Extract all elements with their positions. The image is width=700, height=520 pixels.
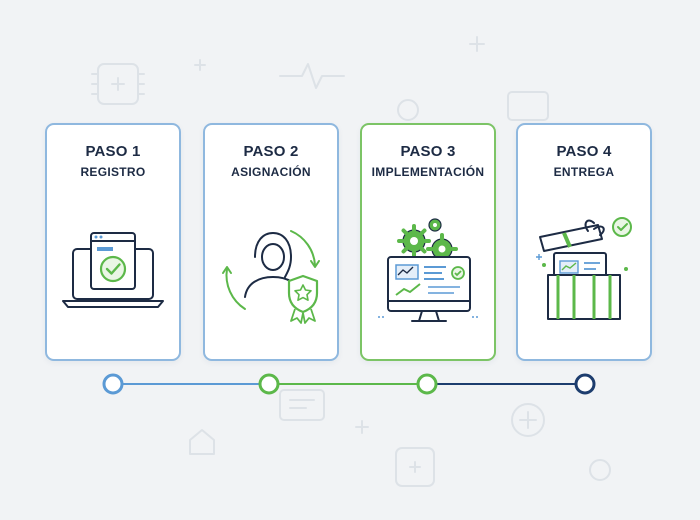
timeline-node-3 (416, 373, 438, 395)
progress-timeline (102, 373, 596, 395)
laptop-check-icon (62, 232, 164, 308)
step-subtitle: ENTREGA (553, 165, 615, 179)
step-card-4: PASO 4 ENTREGA (516, 123, 652, 361)
monitor-gears-icon (378, 218, 480, 322)
person-badge-icon (222, 230, 320, 324)
step-title: PASO 2 (243, 143, 299, 160)
step-card-1: PASO 1 REGISTRO (45, 123, 181, 361)
step-title: PASO 4 (556, 143, 612, 160)
step-subtitle: IMPLEMENTACIÓN (371, 165, 485, 179)
step-card-3: PASO 3 IMPLEMENTACIÓN (360, 123, 496, 361)
timeline-node-1 (102, 373, 124, 395)
step-subtitle: REGISTRO (80, 165, 146, 179)
timeline-node-2 (258, 373, 280, 395)
step-title: PASO 1 (85, 143, 141, 160)
step-subtitle: ASIGNACIÓN (231, 165, 311, 179)
step-title: PASO 3 (400, 143, 456, 160)
step-card-2: PASO 2 ASIGNACIÓN (203, 123, 339, 361)
timeline-node-4 (574, 373, 596, 395)
gift-box-icon (536, 217, 632, 320)
